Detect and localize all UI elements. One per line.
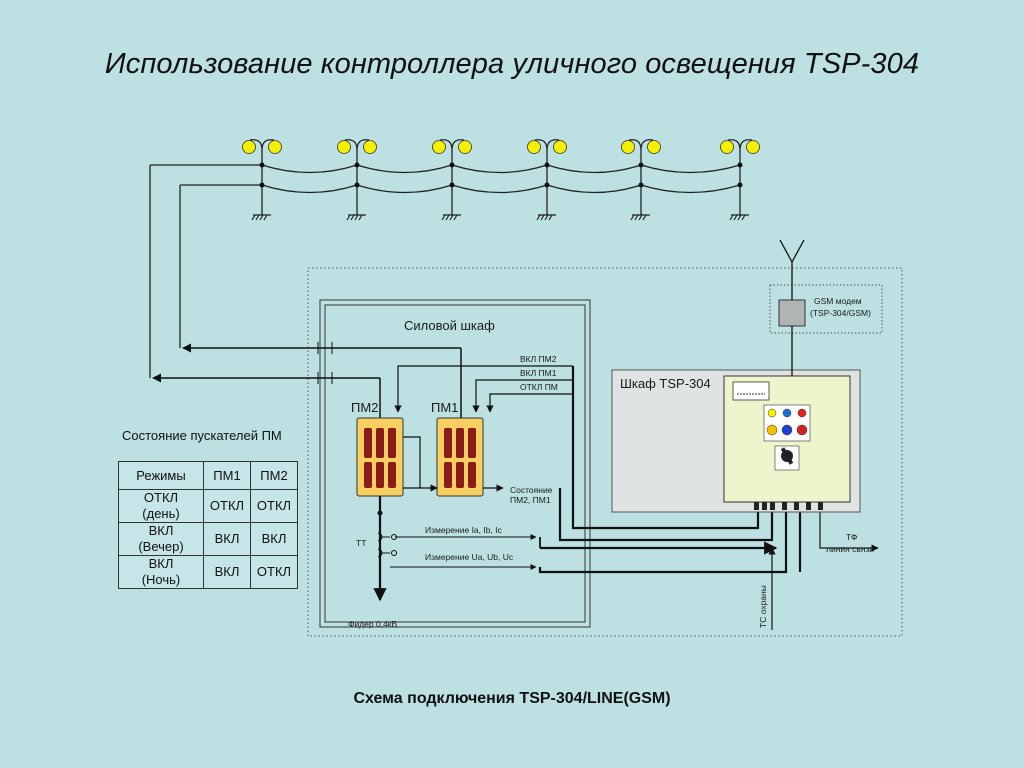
diagram-caption: Схема подключения TSP-304/LINE(GSM) xyxy=(353,690,671,707)
street-lamp-icon xyxy=(527,139,567,221)
tf-label-line2: линия связи xyxy=(826,544,874,554)
slide-title: Использование контроллера уличного освещ… xyxy=(104,48,920,80)
street-lamp-icon xyxy=(621,139,661,221)
lamp-poles xyxy=(242,139,760,221)
state-label-line1: Состояние xyxy=(510,485,553,495)
power-cabinet-label: Силовой шкаф xyxy=(404,318,495,333)
contactor-pm2 xyxy=(356,417,404,497)
gsm-label-line2: (TSP-304/GSM) xyxy=(810,308,871,318)
gsm-label-line1: GSM модем xyxy=(814,296,862,306)
mode-cell: ВКЛ(Вечер) xyxy=(118,522,204,556)
lighting-line xyxy=(149,164,741,378)
street-lamp-icon xyxy=(432,139,472,221)
mode-cell: ОТКЛ(день) xyxy=(118,489,204,523)
header-modes: Режимы xyxy=(118,461,204,490)
tt-label: ТТ xyxy=(356,538,366,548)
tc-security-label: ТС охраны xyxy=(758,585,768,628)
feeder-label: Фидер 0,4кВ xyxy=(348,619,398,629)
antenna-icon xyxy=(779,239,805,376)
contactor-pm1 xyxy=(436,417,484,497)
feeder-junction xyxy=(377,510,383,516)
power-cabinet xyxy=(319,299,591,628)
street-lamp-icon xyxy=(242,139,282,221)
pm1-cell: ОТКЛ xyxy=(203,489,251,523)
street-lamp-icon xyxy=(337,139,377,221)
pm2-label: ПМ2 xyxy=(351,400,378,415)
ground-icon xyxy=(346,214,366,221)
header-pm1: ПМ1 xyxy=(203,461,251,490)
ground-icon xyxy=(536,214,556,221)
ground-icon xyxy=(441,214,461,221)
off-pm-label: ОТКЛ ПМ xyxy=(520,382,558,392)
pm2-cell: ВКЛ xyxy=(250,522,298,556)
pm1-cell: ВКЛ xyxy=(203,555,251,589)
table-row: ВКЛ(Ночь) ВКЛ ОТКЛ xyxy=(118,555,298,589)
pm1-cell: ВКЛ xyxy=(203,522,251,556)
state-table: Режимы ПМ1 ПМ2 ОТКЛ(день) ОТКЛ ОТКЛ ВКЛ(… xyxy=(118,461,298,589)
pm2-cell: ОТКЛ xyxy=(250,489,298,523)
state-table-heading: Состояние пускателей ПМ xyxy=(122,428,282,443)
tsp-cabinet-label: Шкаф TSP-304 xyxy=(620,376,711,391)
state-label-line2: ПМ2, ПМ1 xyxy=(510,495,551,505)
table-row: ВКЛ(Вечер) ВКЛ ВКЛ xyxy=(118,522,298,556)
measure-current-label: Измерение Ia, Ib, Ic xyxy=(425,525,503,535)
controller-unit xyxy=(723,375,851,510)
ground-icon xyxy=(251,214,271,221)
pm2-cell: ОТКЛ xyxy=(250,555,298,589)
header-pm2: ПМ2 xyxy=(250,461,298,490)
gsm-modem-box xyxy=(769,284,883,334)
on-pm2-label: ВКЛ ПМ2 xyxy=(520,354,557,364)
ground-icon xyxy=(630,214,650,221)
table-header-row: Режимы ПМ1 ПМ2 xyxy=(118,461,298,490)
street-lamp-icon xyxy=(720,139,760,221)
measure-voltage-label: Измерение Ua, Ub, Uc xyxy=(425,552,514,562)
gsm-modem xyxy=(778,299,806,327)
outer-enclosure xyxy=(307,267,903,637)
on-pm1-label: ВКЛ ПМ1 xyxy=(520,368,557,378)
supply-lines xyxy=(152,342,462,418)
table-row: ОТКЛ(день) ОТКЛ ОТКЛ xyxy=(118,489,298,523)
tf-label-line1: ТФ xyxy=(846,532,857,542)
mode-cell: ВКЛ(Ночь) xyxy=(118,555,204,589)
current-transformer xyxy=(377,532,397,558)
ground-icon xyxy=(729,214,749,221)
pm1-label: ПМ1 xyxy=(431,400,458,415)
